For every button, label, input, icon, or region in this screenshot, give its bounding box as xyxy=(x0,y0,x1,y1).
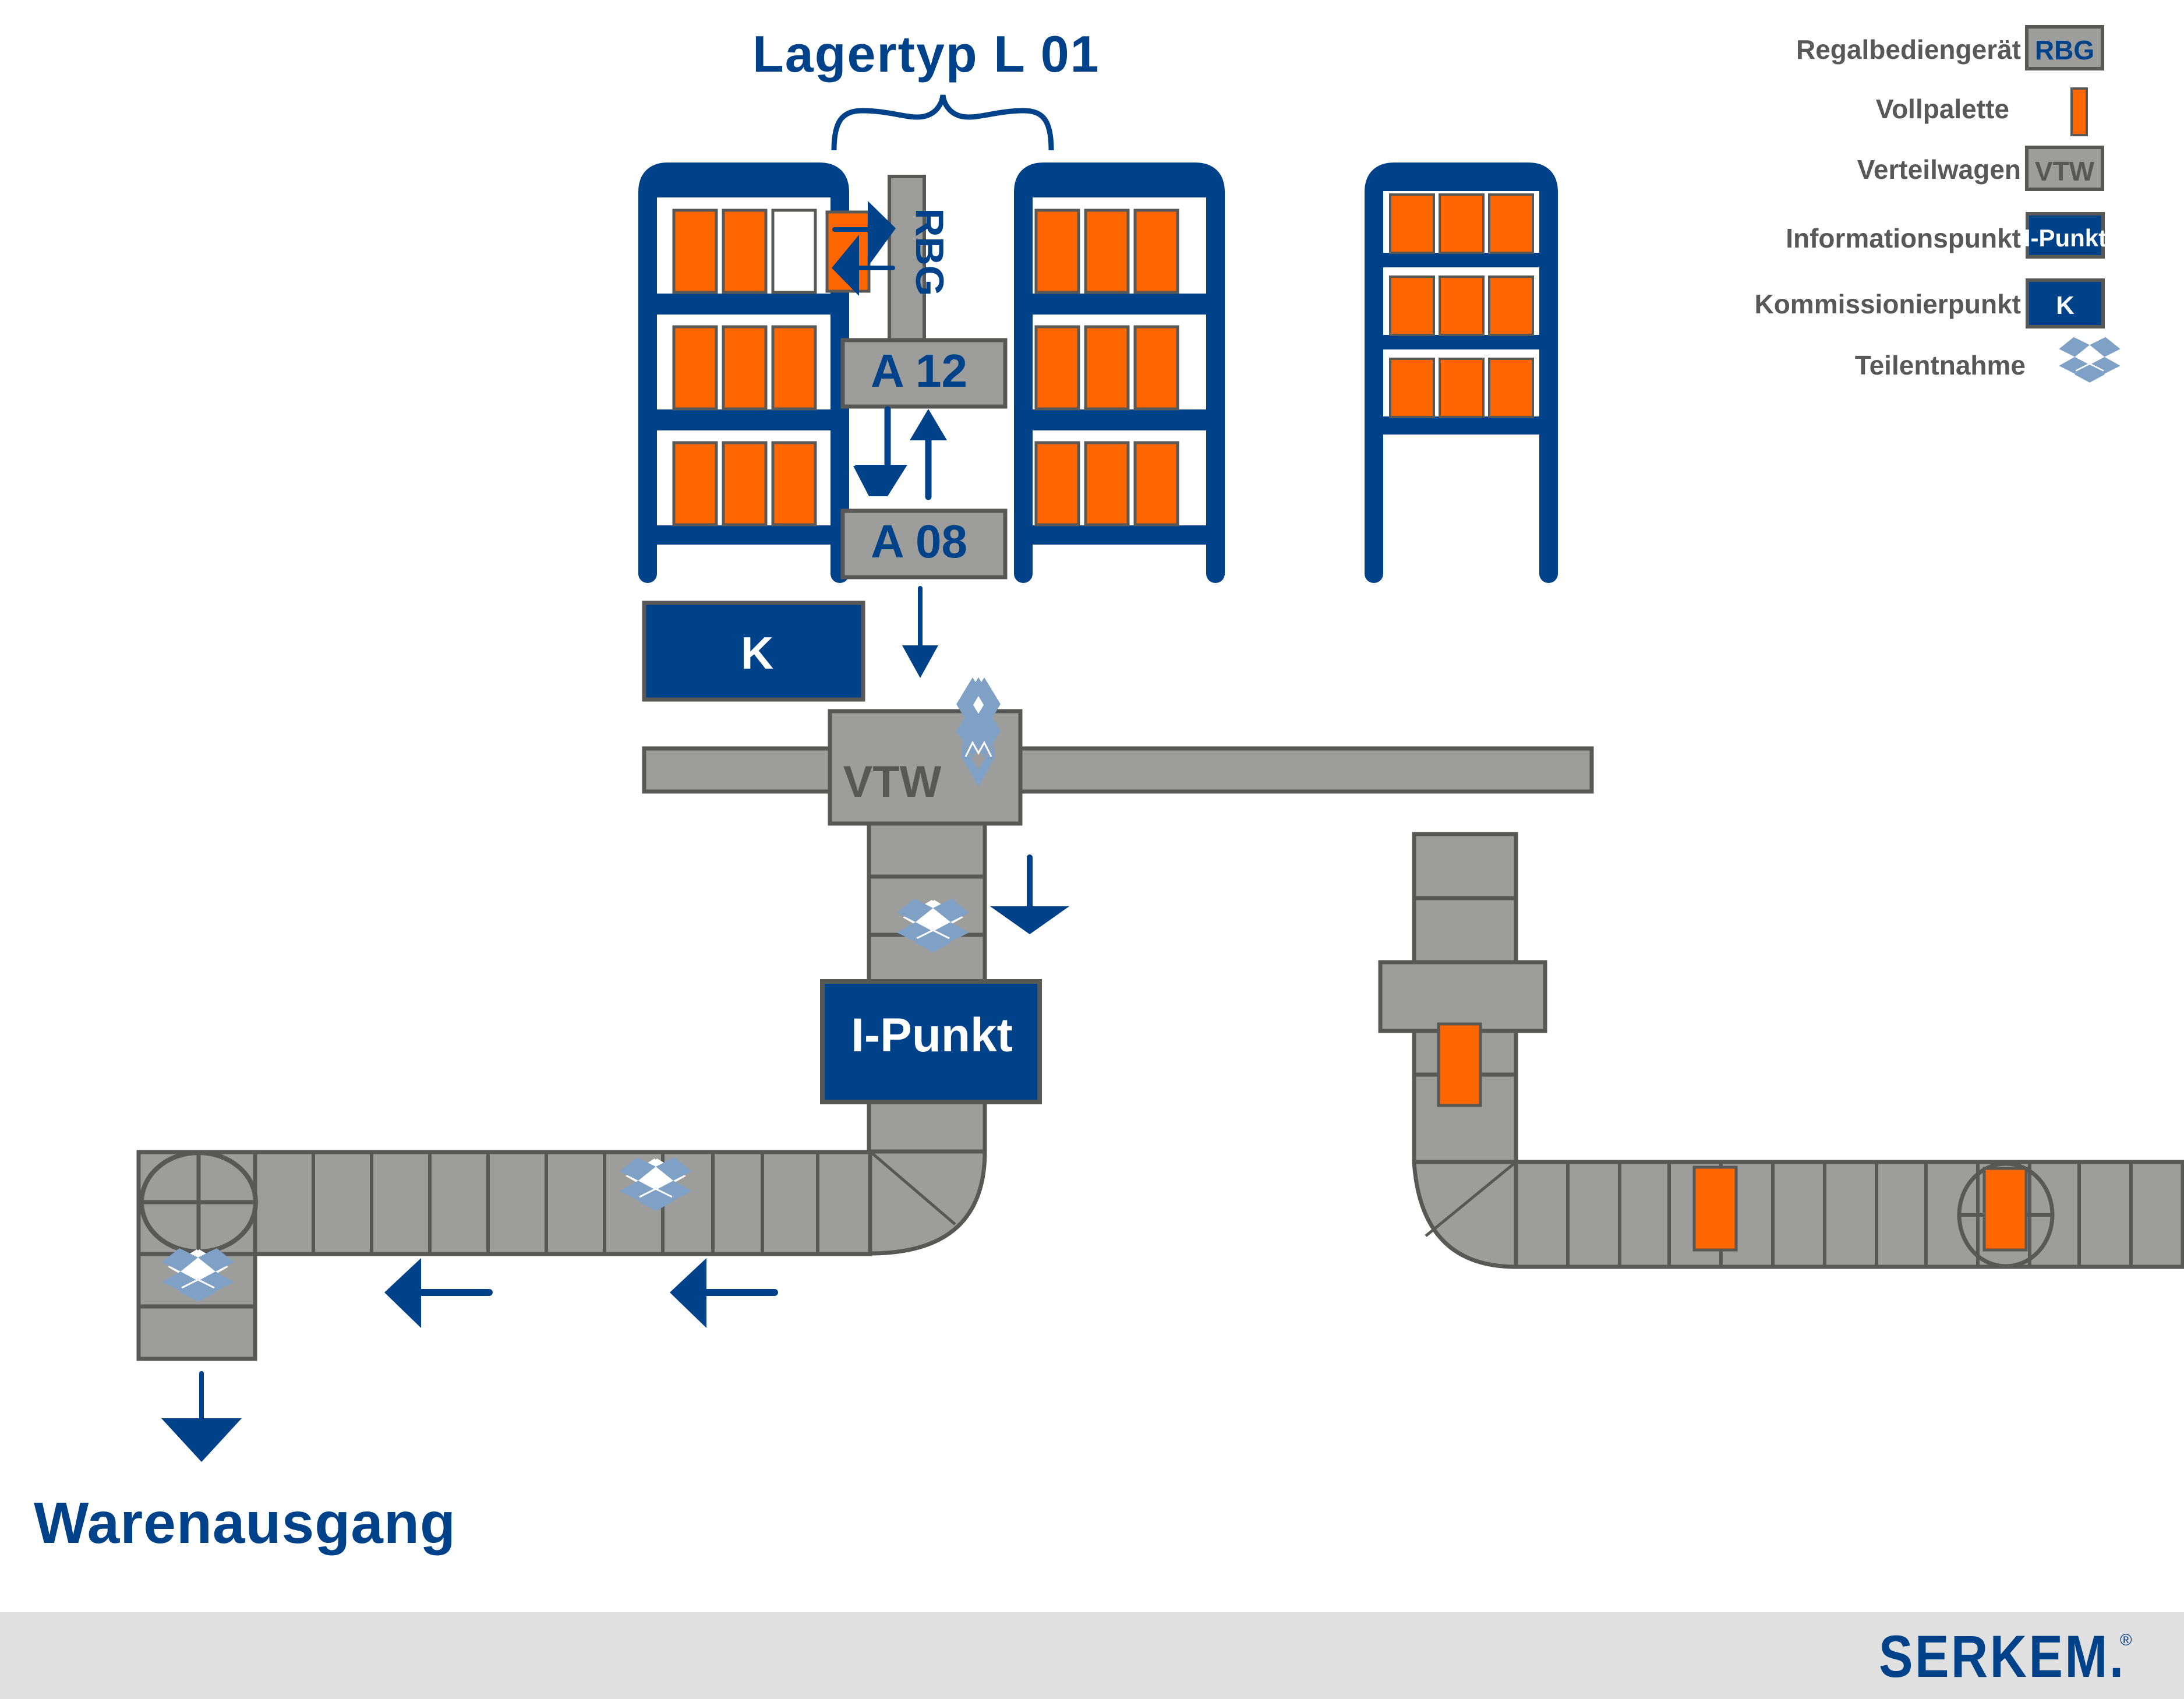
pallet xyxy=(771,325,817,411)
pallet xyxy=(1133,441,1179,527)
pallet xyxy=(1982,1167,2028,1252)
legend-symbol-i-punkt: I-Punkt xyxy=(2024,212,2107,259)
transfer-station-a08[interactable]: A 08 xyxy=(840,508,1008,580)
rack-right xyxy=(1365,163,1558,583)
pallet xyxy=(1133,325,1179,411)
rack-middle xyxy=(1014,163,1225,583)
information-point[interactable]: I-Punkt xyxy=(820,979,1042,1104)
storage-type-title: Lagertyp L 01 xyxy=(752,25,1100,83)
serkem-logo-text: SERKEM. xyxy=(1879,1623,2126,1690)
legend-label-vtw: Verteilwagen xyxy=(1857,154,2021,185)
legend-label-i-punkt: Informationspunkt xyxy=(1786,223,2021,253)
pallet xyxy=(1084,325,1130,411)
legend-label-rbg: Regalbediengerät xyxy=(1796,34,2021,65)
pallet xyxy=(771,441,817,527)
arrow-down-to-vtw xyxy=(902,586,938,678)
legend-symbol-vtw: VTW xyxy=(2025,146,2104,191)
rbg-label: RBG xyxy=(907,208,952,296)
empty-slot xyxy=(771,209,817,294)
arrow-down-conveyor xyxy=(990,854,1069,934)
pallet xyxy=(722,209,768,294)
legend-label-pallet: Vollpalette xyxy=(1875,94,2009,124)
pallet xyxy=(1084,441,1130,527)
pallet xyxy=(1439,358,1485,418)
pallet xyxy=(1692,1165,1738,1252)
pallet xyxy=(1439,193,1485,254)
flow-arrows-a12-a08 xyxy=(853,406,947,500)
pallet xyxy=(1034,325,1080,411)
pallet xyxy=(1488,358,1534,418)
transfer-arrows xyxy=(832,201,896,296)
pallet xyxy=(672,209,718,294)
pallet xyxy=(1389,193,1435,254)
pallet xyxy=(722,325,768,411)
pallet xyxy=(1488,275,1534,336)
legend-symbol-k: K xyxy=(2026,278,2105,329)
conveyor-right xyxy=(1378,832,2184,1269)
pallet xyxy=(722,441,768,527)
arrows-left xyxy=(384,1258,778,1328)
pallet xyxy=(1389,275,1435,336)
a12-label: A 12 xyxy=(871,345,967,397)
legend-symbol-partial-pick xyxy=(2058,336,2121,384)
pallet xyxy=(1437,1022,1482,1107)
brace xyxy=(831,94,1054,151)
vtw-rail xyxy=(642,746,1594,794)
svg-text:I-Punkt: I-Punkt xyxy=(2024,224,2107,252)
rack-left xyxy=(638,163,849,583)
goods-out-label: Warenausgang xyxy=(34,1490,457,1556)
transfer-station-a12[interactable]: A 12 xyxy=(840,338,1008,409)
a08-label: A 08 xyxy=(871,515,967,567)
transfer-unit xyxy=(1378,960,1547,1033)
legend-label-partial-pick: Teilentnahme xyxy=(1854,350,2026,380)
pallet xyxy=(1488,193,1534,254)
pallet xyxy=(1034,441,1080,527)
pallet xyxy=(1133,209,1179,294)
footer-bar xyxy=(0,1612,2184,1699)
registered-mark: ® xyxy=(2120,1631,2132,1649)
pallet xyxy=(1389,358,1435,418)
i-punkt-label: I-Punkt xyxy=(851,1009,1013,1062)
svg-text:RBG: RBG xyxy=(2035,35,2094,65)
conveyor-outbound xyxy=(136,1149,987,1361)
svg-text:K: K xyxy=(2056,291,2075,320)
k-label: K xyxy=(741,627,773,679)
arrow-to-goods-out xyxy=(161,1371,242,1462)
pallet xyxy=(1439,275,1485,336)
svg-text:VTW: VTW xyxy=(2035,156,2095,186)
pallet xyxy=(672,441,718,527)
vtw-label: VTW xyxy=(843,757,942,807)
pallet xyxy=(1084,209,1130,294)
rbg-stacker-crane[interactable]: RBG xyxy=(888,175,952,342)
pallet xyxy=(672,325,718,411)
legend-symbol-pallet xyxy=(2070,87,2088,136)
picking-point-k[interactable]: K xyxy=(642,601,865,702)
legend-symbol-rbg: RBG xyxy=(2025,25,2104,70)
pallet xyxy=(1034,209,1080,294)
legend-label-k: Kommissionierpunkt xyxy=(1754,289,2021,319)
